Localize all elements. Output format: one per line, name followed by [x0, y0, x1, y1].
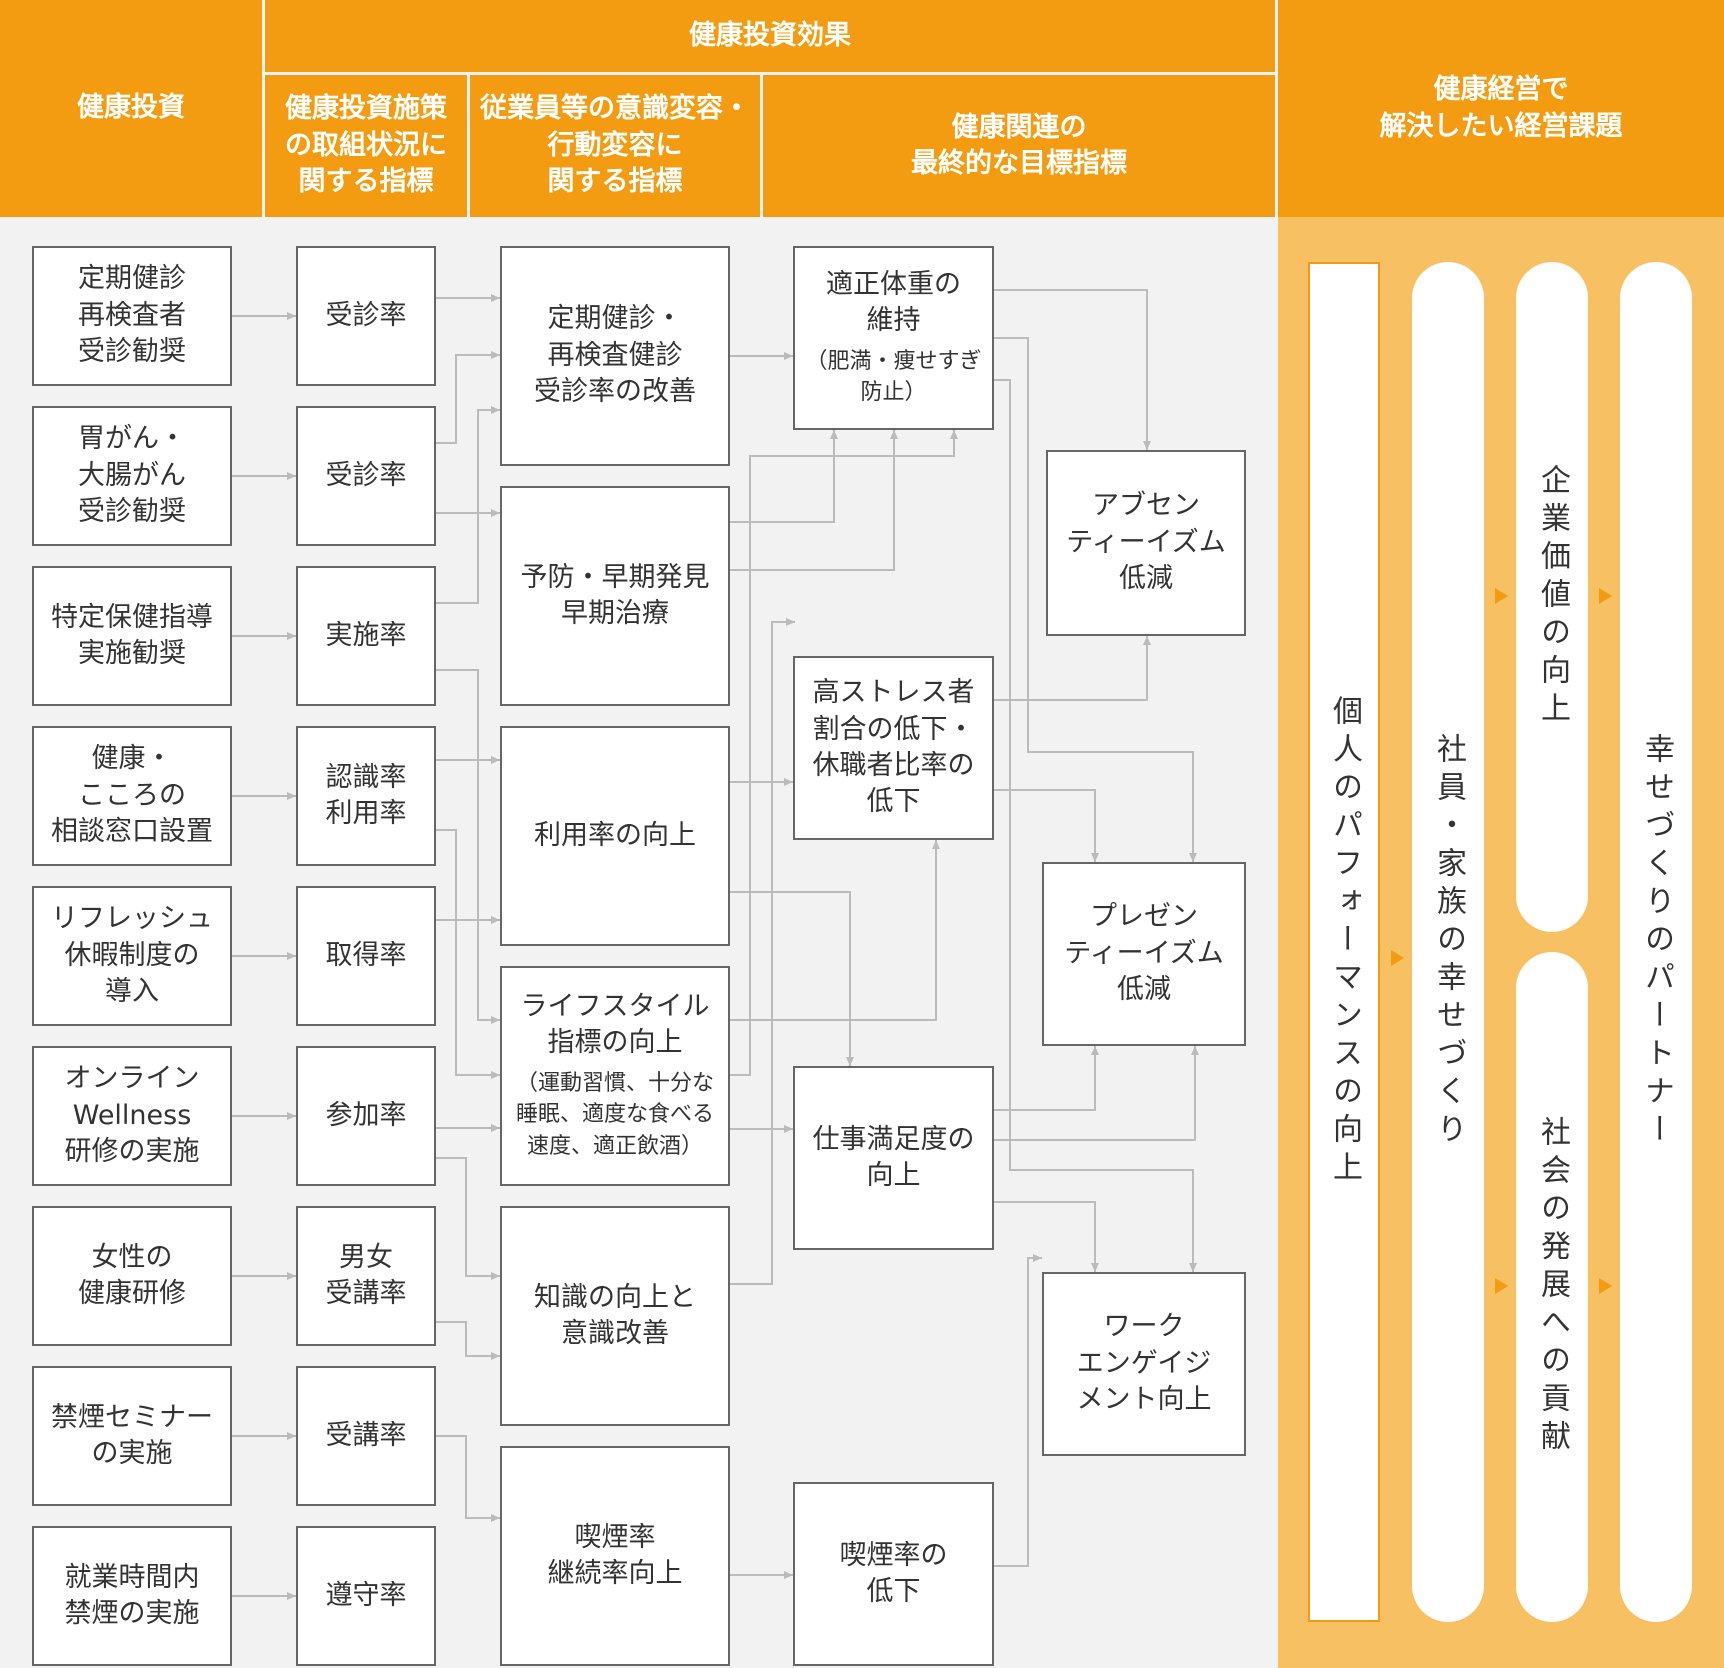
initiative-indicator-4: 認識率 利用率: [296, 726, 436, 866]
investment-box-7: 女性の 健康研修: [32, 1206, 232, 1346]
connector-line: [730, 618, 795, 1285]
header-awareness-indicators: 従業員等の意識変容・ 行動変容に 関する指標: [470, 75, 760, 217]
connector-line: [994, 1254, 1042, 1567]
connector-line: [436, 351, 500, 444]
initiative-indicator-2: 受診率: [296, 406, 436, 546]
issue-corporate-value: 企業価値の向上: [1516, 262, 1588, 932]
initiative-indicator-9: 遵守率: [296, 1526, 436, 1666]
connector-line: [730, 430, 838, 523]
header-management-issues: 健康経営で 解決したい経営課題: [1278, 0, 1724, 217]
connector-line: [436, 406, 500, 604]
header-final-indicators: 健康関連の 最終的な目標指標: [763, 75, 1275, 217]
connector-line: [994, 636, 1151, 701]
investment-box-5: リフレッシュ 休暇制度の 導入: [32, 886, 232, 1026]
connector-line: [730, 891, 854, 1066]
connector-line: [436, 829, 500, 1079]
connector-line: [994, 379, 1197, 1272]
investment-box-2: 胃がん・ 大腸がん 受診勧奨: [32, 406, 232, 546]
issue-society: 社会の発展への貢献: [1516, 952, 1588, 1622]
connector-line: [994, 289, 1151, 450]
investment-box-6: オンライン Wellness 研修の実施: [32, 1046, 232, 1186]
awareness-indicator-2: 予防・早期発見 早期治療: [500, 486, 730, 706]
investment-box-1: 定期健診 再検査者 受診勧奨: [32, 246, 232, 386]
connector-line: [436, 669, 500, 1024]
initiative-indicator-6: 参加率: [296, 1046, 436, 1186]
investment-box-3: 特定保健指導 実施勧奨: [32, 566, 232, 706]
issue-family: 社員・家族の幸せづくり: [1412, 262, 1484, 1622]
final-goal-absenteeism: アブセン ティーイズム 低減: [1046, 450, 1246, 636]
arrow-right-icon: [1599, 1278, 1612, 1294]
connector-line: [730, 840, 940, 1021]
initiative-indicator-3: 実施率: [296, 566, 436, 706]
issue-partner: 幸せづくりのパートナー: [1620, 262, 1692, 1622]
connector-line: [436, 1157, 500, 1280]
awareness-indicator-3: 利用率の向上: [500, 726, 730, 946]
initiative-indicator-8: 受講率: [296, 1366, 436, 1506]
initiative-indicator-1: 受診率: [296, 246, 436, 386]
connector-line: [994, 789, 1099, 862]
connector-line: [436, 1435, 500, 1522]
arrow-right-icon: [1495, 588, 1508, 604]
connector-line: [994, 1046, 1199, 1141]
final-goal-presenteeism: プレゼン ティーイズム 低減: [1042, 862, 1246, 1046]
arrow-right-icon: [1599, 588, 1612, 604]
investment-box-8: 禁煙セミナー の実施: [32, 1366, 232, 1506]
awareness-indicator-5: 知識の向上と 意識改善: [500, 1206, 730, 1426]
connector-line: [994, 1201, 1099, 1272]
investment-box-4: 健康・ こころの 相談窓口設置: [32, 726, 232, 866]
connector-line: [436, 1321, 500, 1360]
connector-line: [730, 430, 958, 1076]
header-effect: 健康投資効果: [265, 0, 1275, 72]
health-goal-2: 高ストレス者 割合の低下・ 休職者比率の 低下: [793, 656, 994, 840]
connector-line: [994, 337, 1197, 862]
initiative-indicator-5: 取得率: [296, 886, 436, 1026]
connector-line: [994, 1046, 1099, 1111]
awareness-indicator-1: 定期健診・ 再検査健診 受診率の改善: [500, 246, 730, 466]
health-goal-3: 仕事満足度の 向上: [793, 1066, 994, 1250]
health-goal-4: 喫煙率の 低下: [793, 1482, 994, 1666]
investment-box-9: 就業時間内 禁煙の実施: [32, 1526, 232, 1666]
initiative-indicator-7: 男女 受講率: [296, 1206, 436, 1346]
connector-line: [730, 430, 898, 571]
awareness-indicator-4: ライフスタイル 指標の向上（運動習慣、十分な 睡眠、適度な食べる 速度、適正飲酒…: [500, 966, 730, 1186]
health-goal-1: 適正体重の 維持（肥満・痩せすぎ 防止）: [793, 246, 994, 430]
arrow-right-icon: [1391, 950, 1404, 966]
header-investment: 健康投資: [0, 0, 262, 217]
awareness-indicator-6: 喫煙率 継続率向上: [500, 1446, 730, 1666]
arrow-right-icon: [1495, 1278, 1508, 1294]
final-goal-engagement: ワーク エンゲイジ メント向上: [1042, 1272, 1246, 1456]
header-initiative-indicators: 健康投資施策 の取組状況に 関する指標: [265, 75, 467, 217]
issue-performance: 個人のパフォーマンスの向上: [1308, 262, 1380, 1622]
